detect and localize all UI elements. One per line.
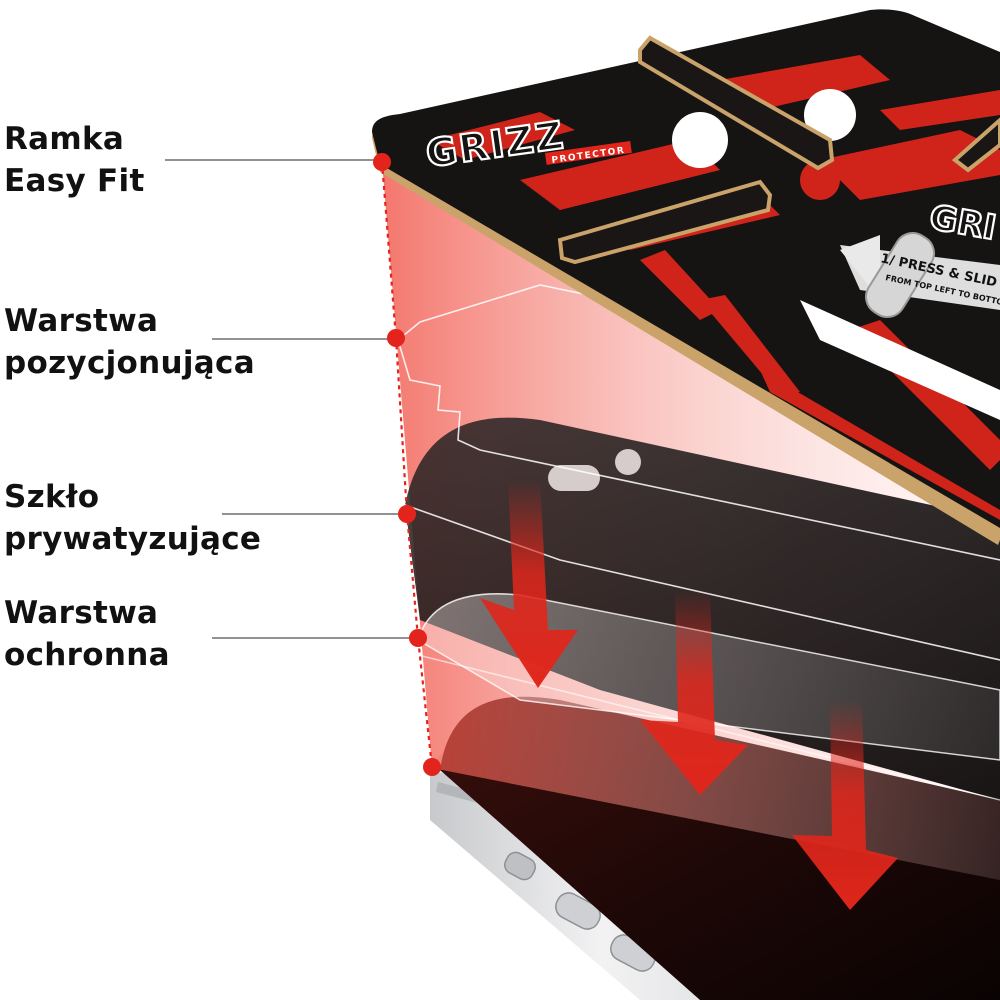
marker-frame: [373, 153, 391, 171]
callout-privacy: Szkło prywatyzujące: [4, 476, 261, 560]
leader-lines: [165, 159, 416, 639]
callout-positioning-line2: pozycjonująca: [4, 345, 255, 381]
marker-privacy: [398, 505, 416, 523]
callout-frame-line2: Easy Fit: [4, 163, 145, 199]
frame-tab-left: [557, 179, 773, 265]
phone-volume-up-button: [555, 892, 601, 930]
marker-protective: [409, 629, 427, 647]
arrow-3: [792, 700, 898, 910]
easy-fit-frame: 1/ PRESS & SLID FROM TOP LEFT TO BOTTO G…: [372, 9, 1000, 546]
callout-protective-line1: Warstwa: [4, 595, 159, 631]
callout-privacy-line1: Szkło: [4, 479, 100, 515]
front-camera-cutout: [548, 449, 641, 491]
callout-frame-line1: Ramka: [4, 121, 125, 157]
callout-privacy-line2: prywatyzujące: [4, 521, 262, 557]
callout-frame: Ramka Easy Fit: [4, 118, 145, 202]
arrow-1: [480, 480, 578, 688]
frame-tab-top: [638, 35, 835, 171]
marker-phone: [423, 758, 441, 776]
layer-markers: [373, 153, 441, 776]
callout-protective: Warstwa ochronna: [4, 592, 170, 676]
phone-side-button: [504, 851, 536, 881]
arrow-2: [640, 590, 748, 795]
press-down-arrows: [480, 480, 898, 910]
marker-positioning: [387, 329, 405, 347]
frame-tab-right: [951, 117, 1000, 173]
callout-positioning: Warstwa pozycjonująca: [4, 300, 255, 384]
frame-cutout-circle: [672, 112, 728, 168]
callout-positioning-line1: Warstwa: [4, 303, 159, 339]
callout-protective-line2: ochronna: [4, 637, 170, 673]
